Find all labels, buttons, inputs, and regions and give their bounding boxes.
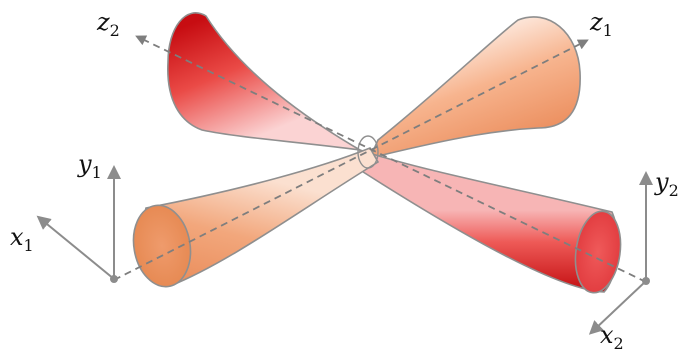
x1-label: x1: [10, 223, 34, 255]
beam-1-upper-half: [370, 17, 580, 158]
x2-label: x2: [600, 321, 624, 353]
beam-2-lower-half: [360, 150, 625, 296]
y2-label: y2: [654, 168, 679, 200]
y1-label: y1: [77, 150, 102, 182]
frame-1: [42, 172, 118, 283]
frame-1-origin: [110, 275, 118, 283]
beam-1-lower-half: [127, 148, 378, 291]
z1-label: z1: [589, 8, 613, 40]
x1-axis-arrow: [42, 220, 114, 279]
frame-2-origin: [642, 277, 650, 285]
z2-label: z2: [96, 8, 120, 40]
